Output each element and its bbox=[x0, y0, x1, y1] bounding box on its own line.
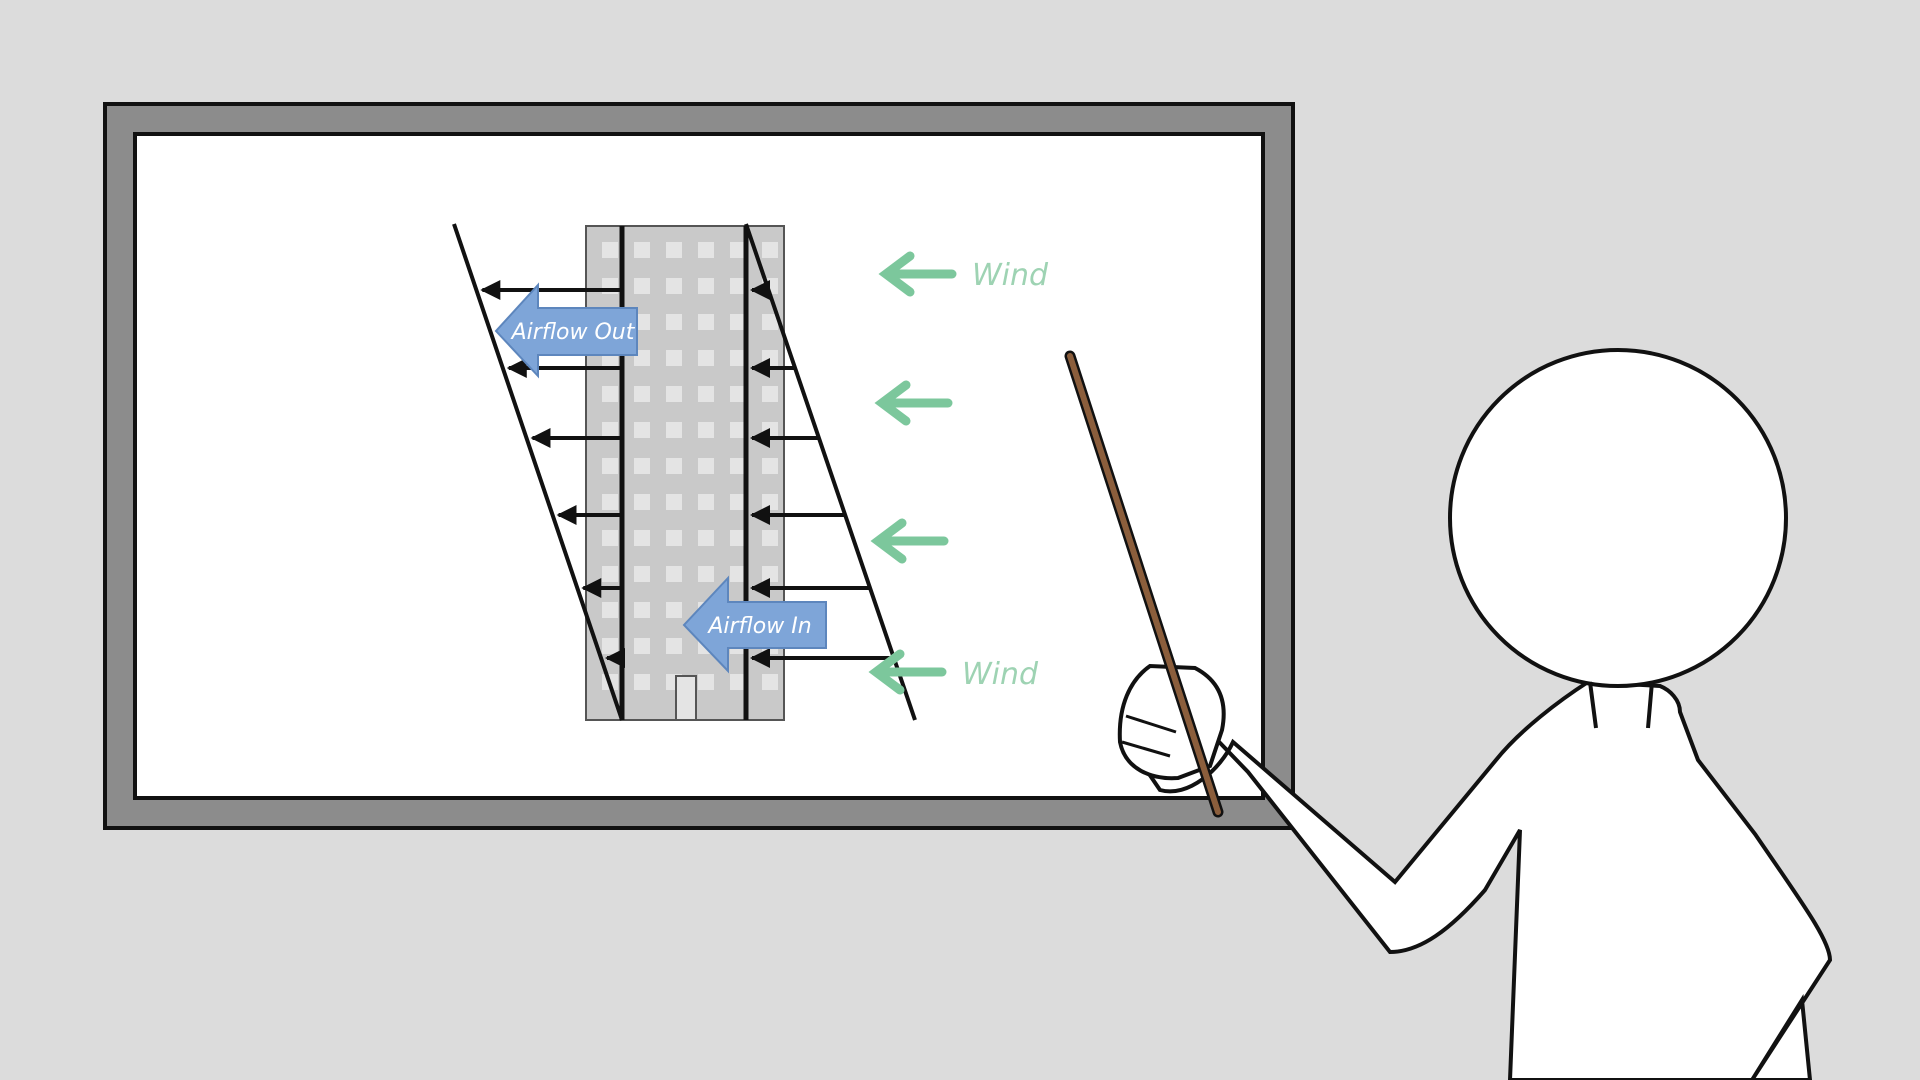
windward-pressure-arrows bbox=[750, 280, 894, 668]
building-window bbox=[698, 674, 714, 690]
presenter-body bbox=[1127, 679, 1833, 1080]
building-window bbox=[698, 242, 714, 258]
building-window bbox=[762, 530, 778, 546]
building-window bbox=[634, 674, 650, 690]
building-window bbox=[602, 602, 618, 618]
building-window bbox=[762, 242, 778, 258]
building-window bbox=[698, 566, 714, 582]
building-window bbox=[730, 494, 746, 510]
building-window bbox=[698, 278, 714, 294]
building-window bbox=[666, 314, 682, 330]
building-door bbox=[675, 675, 697, 721]
wind-arrow-1 bbox=[878, 251, 957, 297]
building-window bbox=[666, 422, 682, 438]
pressure-profiles bbox=[452, 223, 917, 721]
building-window bbox=[730, 422, 746, 438]
building-window bbox=[762, 422, 778, 438]
airflow-in-label: Airflow In bbox=[706, 614, 811, 639]
pointer-stick-fill bbox=[1067, 353, 1221, 815]
presenter-head bbox=[1448, 348, 1788, 688]
building-window bbox=[602, 566, 618, 582]
building-window bbox=[666, 602, 682, 618]
building-window bbox=[666, 242, 682, 258]
building-window bbox=[602, 638, 618, 654]
building-window bbox=[634, 458, 650, 474]
airflow-out-label: Airflow Out bbox=[510, 320, 636, 345]
building-window bbox=[634, 602, 650, 618]
building-window bbox=[602, 386, 618, 402]
presenter-neck bbox=[1588, 681, 1654, 729]
wind-arrow-3 bbox=[870, 518, 949, 564]
building-window bbox=[762, 386, 778, 402]
building-window bbox=[730, 458, 746, 474]
building-window bbox=[666, 566, 682, 582]
windward-pressure-line bbox=[744, 223, 917, 721]
airflow-out-arrow-shape bbox=[494, 282, 638, 379]
building-window bbox=[634, 494, 650, 510]
wind-label-top: Wind bbox=[972, 258, 1049, 293]
building-window bbox=[698, 530, 714, 546]
building-window bbox=[666, 350, 682, 366]
building-window bbox=[762, 566, 778, 582]
building-window bbox=[602, 458, 618, 474]
building-window bbox=[730, 278, 746, 294]
building-window bbox=[634, 422, 650, 438]
leeward-pressure-arrows bbox=[480, 280, 625, 668]
building-window bbox=[698, 494, 714, 510]
building-window bbox=[602, 242, 618, 258]
building-window bbox=[698, 386, 714, 402]
building-window bbox=[634, 638, 650, 654]
building-window bbox=[698, 422, 714, 438]
wind-arrow-2 bbox=[874, 380, 953, 426]
presenter-fingers bbox=[1121, 714, 1177, 758]
building-window bbox=[698, 314, 714, 330]
airflow-in-arrow-shape bbox=[682, 575, 827, 674]
building-window bbox=[730, 386, 746, 402]
building-window bbox=[634, 386, 650, 402]
building-window bbox=[730, 350, 746, 366]
building-window bbox=[698, 458, 714, 474]
leeward-pressure-line bbox=[452, 223, 624, 721]
wind-label-bottom: Wind bbox=[962, 657, 1039, 692]
building-window bbox=[666, 638, 682, 654]
building-window bbox=[730, 314, 746, 330]
building-window bbox=[666, 494, 682, 510]
building-window bbox=[730, 242, 746, 258]
airflow-out-arrow: Airflow Out bbox=[494, 282, 638, 379]
building-window bbox=[634, 278, 650, 294]
building-window bbox=[666, 458, 682, 474]
building-window bbox=[762, 458, 778, 474]
building-window bbox=[602, 494, 618, 510]
wind-arrow-4 bbox=[868, 649, 947, 695]
airflow-in-arrow: Airflow In bbox=[682, 575, 827, 674]
presenter bbox=[1117, 348, 1833, 1080]
building-window bbox=[634, 530, 650, 546]
building-window bbox=[730, 530, 746, 546]
building-window bbox=[698, 350, 714, 366]
building-window bbox=[762, 674, 778, 690]
building-window bbox=[602, 530, 618, 546]
building-window bbox=[666, 386, 682, 402]
building-window bbox=[666, 530, 682, 546]
building-window bbox=[666, 278, 682, 294]
building-window bbox=[762, 314, 778, 330]
building-window bbox=[762, 350, 778, 366]
building-window bbox=[730, 566, 746, 582]
building-window bbox=[730, 674, 746, 690]
building-window bbox=[634, 242, 650, 258]
building-window bbox=[634, 566, 650, 582]
wind-arrows bbox=[868, 251, 957, 695]
building-window bbox=[602, 422, 618, 438]
building-window bbox=[762, 494, 778, 510]
